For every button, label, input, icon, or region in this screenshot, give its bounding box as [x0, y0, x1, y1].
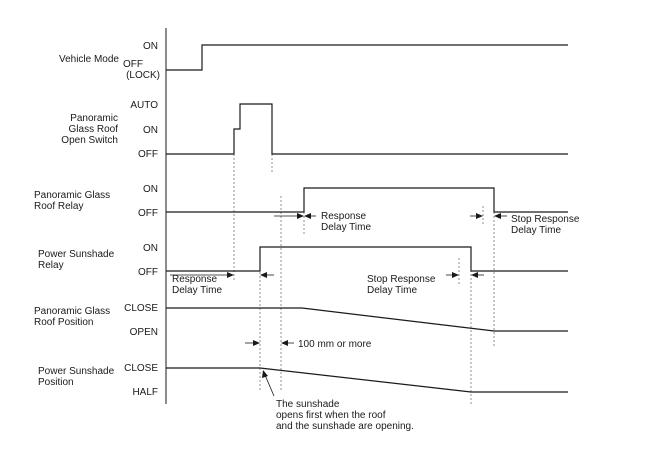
vehicle-mode-signal: [166, 44, 568, 71]
open-switch-title-1: Panoramic: [70, 113, 118, 124]
roof-response-delay-arrowhead-2: [304, 213, 311, 219]
roof-stop-delay-arrowhead-right: [494, 213, 501, 219]
roof-stop-delay-arrowhead-left: [476, 213, 483, 219]
callout-note-line-2: opens first when the roof: [276, 410, 386, 421]
distance-label: 100 mm or more: [298, 339, 372, 350]
sunshade-stop-response-delay-label-2: Delay Time: [367, 285, 417, 296]
callout-leader: [264, 374, 275, 397]
sunshade-relay-title-1: Power Sunshade: [38, 249, 115, 260]
sunshade-response-delay-label-1: Response: [172, 274, 217, 285]
roof-response-delay-label-2: Delay Time: [321, 222, 371, 233]
sunshade-stop-response-delay-dimension: Stop Response Delay Time: [367, 272, 484, 296]
sunshade-relay-signal: [166, 246, 568, 272]
roof-response-delay-dimension: Response Delay Time: [274, 211, 371, 233]
callout-note-line-3: and the sunshade are opening.: [276, 421, 414, 432]
vehicle-mode-state-lock: (LOCK): [126, 70, 160, 81]
row-vehicle-mode: Vehicle Mode ON OFF (LOCK): [59, 41, 568, 81]
roof-relay-state-off: OFF: [138, 208, 158, 219]
roof-position-signal: [166, 307, 568, 332]
vehicle-mode-state-off: OFF: [123, 59, 143, 70]
roof-relay-signal: [166, 187, 568, 213]
sunshade-position-state-close: CLOSE: [124, 363, 158, 374]
sunshade-position-title-1: Power Sunshade: [38, 366, 115, 377]
roof-relay-title-1: Panoramic Glass: [34, 190, 110, 201]
roof-relay-title-2: Roof Relay: [34, 201, 83, 212]
row-sunshade-position: Power Sunshade Position CLOSE HALF: [38, 363, 568, 398]
sunshade-stop-delay-arrowhead-left: [452, 272, 459, 278]
row-roof-relay: Panoramic Glass Roof Relay ON OFF: [34, 184, 568, 219]
sunshade-position-state-half: HALF: [132, 387, 158, 398]
timing-guides: [233, 154, 495, 404]
row-open-switch: Panoramic Glass Roof Open Switch AUTO ON…: [61, 100, 568, 160]
distance-dimension: 100 mm or more: [245, 339, 372, 350]
roof-position-state-close: CLOSE: [124, 303, 158, 314]
roof-stop-response-delay-label-2: Delay Time: [511, 225, 561, 236]
sunshade-response-delay-label-2: Delay Time: [172, 285, 222, 296]
sunshade-relay-state-on: ON: [143, 243, 158, 254]
roof-position-state-open: OPEN: [130, 327, 158, 338]
open-switch-state-off: OFF: [138, 149, 158, 160]
sunshade-response-delay-dimension: Response Delay Time: [170, 272, 274, 296]
sunshade-relay-state-off: OFF: [138, 267, 158, 278]
open-switch-signal: [166, 103, 568, 155]
roof-response-delay-label-1: Response: [321, 211, 366, 222]
row-roof-position: Panoramic Glass Roof Position CLOSE OPEN: [34, 303, 568, 338]
roof-position-title-1: Panoramic Glass: [34, 306, 110, 317]
roof-relay-state-on: ON: [143, 184, 158, 195]
callout-note-line-1: The sunshade: [276, 399, 340, 410]
vehicle-mode-title: Vehicle Mode: [59, 54, 119, 65]
callout-arrowhead: [262, 370, 268, 378]
callout-note: The sunshade opens first when the roof a…: [262, 370, 414, 432]
distance-arrowhead-left: [253, 340, 260, 346]
sunshade-position-title-2: Position: [38, 377, 74, 388]
open-switch-state-auto: AUTO: [130, 100, 158, 111]
sunshade-position-signal: [166, 367, 568, 393]
row-sunshade-relay: Power Sunshade Relay ON OFF: [38, 243, 568, 278]
open-switch-state-on: ON: [143, 125, 158, 136]
sunshade-response-delay-arrowhead-left: [227, 272, 234, 278]
sunshade-response-delay-arrowhead-right: [260, 272, 267, 278]
roof-stop-response-delay-dimension: Stop Response Delay Time: [470, 213, 580, 236]
roof-response-delay-arrowhead: [297, 213, 304, 219]
sunshade-stop-delay-arrowhead-right: [471, 272, 478, 278]
open-switch-title-3: Open Switch: [61, 135, 118, 146]
open-switch-title-2: Glass Roof: [69, 124, 119, 135]
roof-position-title-2: Roof Position: [34, 317, 93, 328]
roof-stop-response-delay-label-1: Stop Response: [511, 214, 580, 225]
vehicle-mode-state-on: ON: [143, 41, 158, 52]
distance-arrowhead-right: [281, 340, 288, 346]
sunshade-relay-title-2: Relay: [38, 260, 64, 271]
sunshade-stop-response-delay-label-1: Stop Response: [367, 274, 436, 285]
